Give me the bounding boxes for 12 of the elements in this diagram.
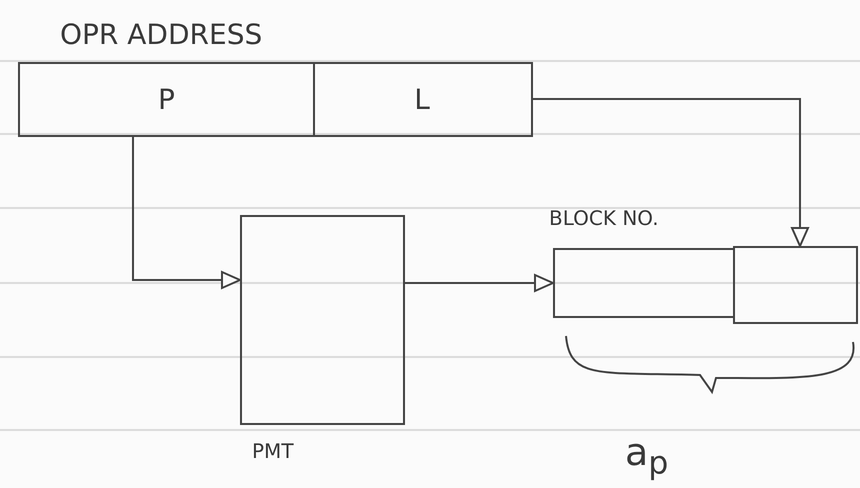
arrow xyxy=(405,274,554,292)
node-heading: PMT xyxy=(252,439,294,463)
arrow xyxy=(533,98,809,247)
memory-block xyxy=(733,246,858,324)
register-title: OPR ADDRESS xyxy=(60,18,262,51)
address-symbol: a$_{p}$ xyxy=(625,430,668,482)
address-field xyxy=(18,62,315,137)
field-label: L xyxy=(414,83,430,116)
arrow xyxy=(132,137,241,289)
address-field xyxy=(313,62,533,137)
field-label: P xyxy=(158,83,175,116)
node-heading: BLOCK NO. xyxy=(549,206,659,230)
